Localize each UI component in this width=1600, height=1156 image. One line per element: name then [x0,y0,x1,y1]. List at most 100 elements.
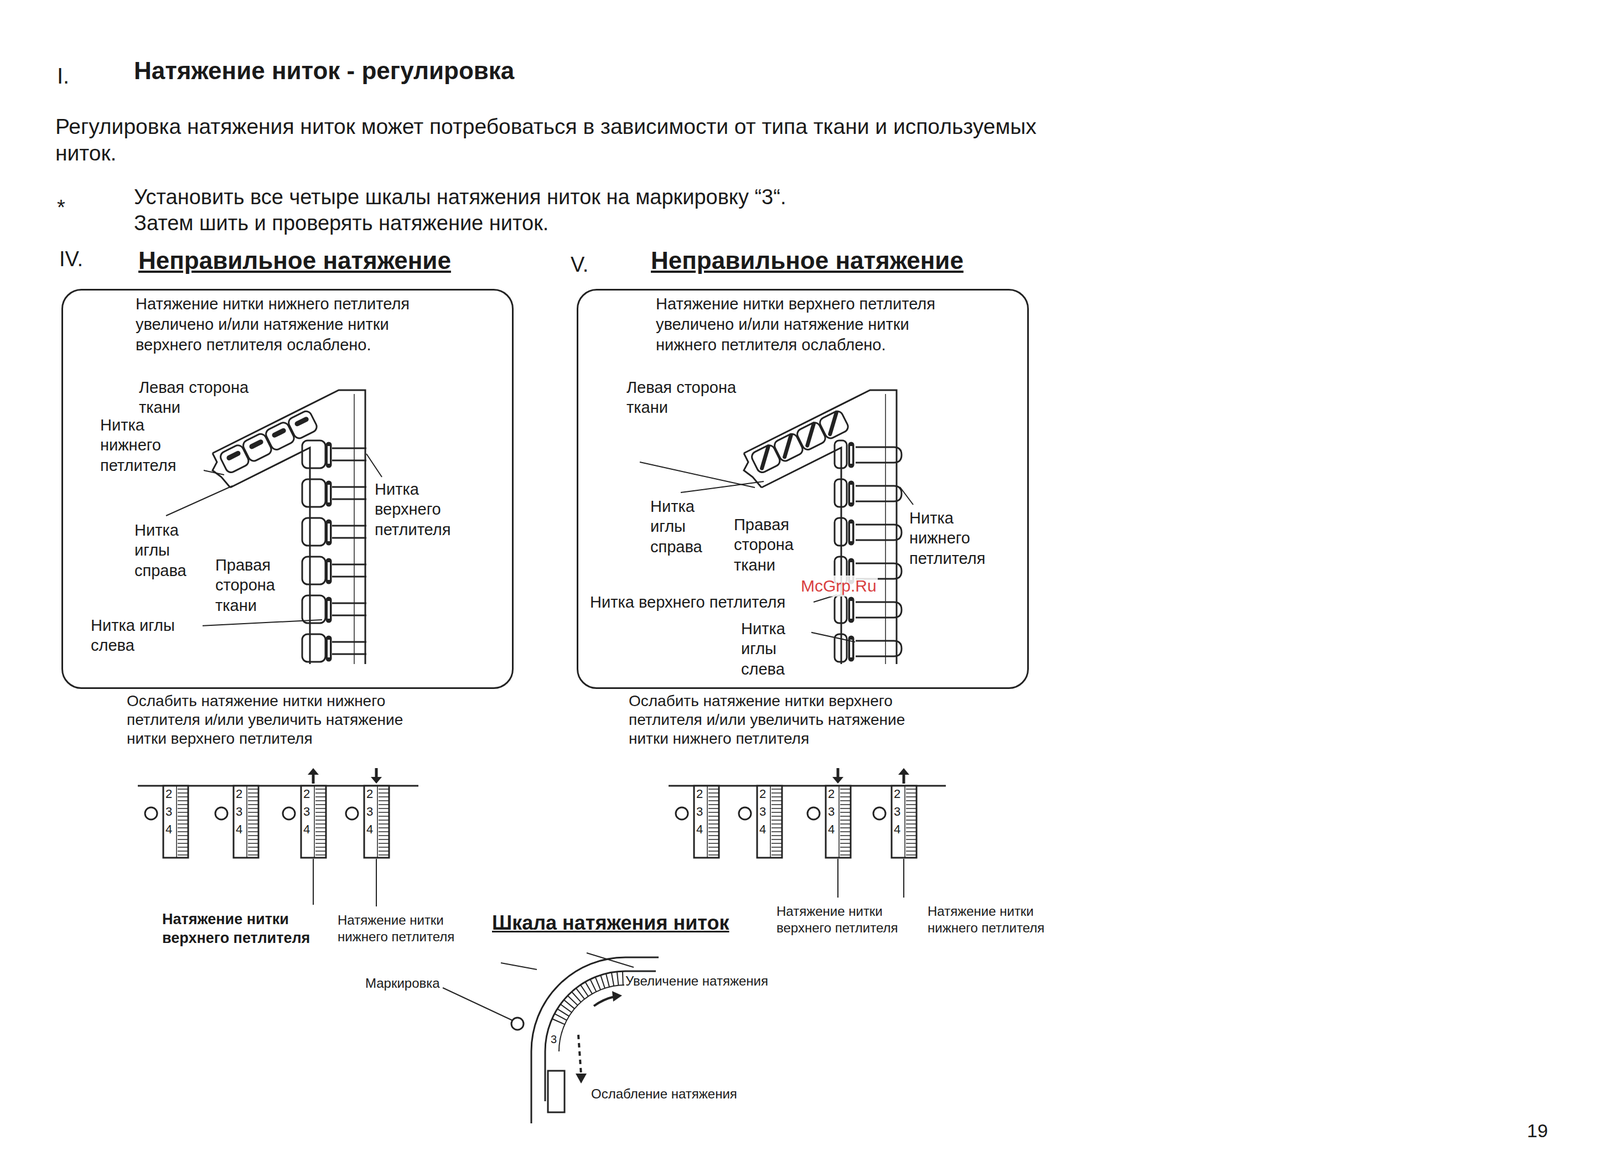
dial-grip [708,808,719,810]
dial-grip [771,839,782,841]
looper-loop [795,420,827,452]
callout-label: Нитка нижнего петлителя [99,415,204,476]
dial-grip [708,804,719,806]
dial-grip [177,831,188,833]
dial-scale [557,1008,569,1017]
dial-scale [606,973,610,987]
dial-scale [554,1013,567,1021]
looper-loop [834,479,847,507]
dial-grip [378,788,389,790]
looper-loop [302,479,326,507]
dial-grip [378,811,389,814]
dial-grip [905,796,916,798]
callout-label: Ослабление натяжения [589,1085,739,1103]
dial-grip [378,827,389,829]
looper-loop [834,518,847,546]
dial-grip [247,835,258,837]
dial-grip [771,827,782,829]
section-number: IV. [58,246,85,273]
dial-grip [840,835,851,837]
adjust-arrow [307,768,319,775]
dial-grip [771,788,782,790]
dial-grip [905,850,916,852]
dial-grip [905,839,916,841]
bullet-mark: * [55,194,67,222]
dial-grip [177,808,188,810]
dial-grip [247,819,258,821]
dial-digit: 4 [164,823,174,836]
dial-grip [177,815,188,817]
dial-grip [905,846,916,848]
dial-mark [215,807,228,820]
callout-label: Левая сторона ткани [625,377,761,418]
dial-grip [177,804,188,806]
dial-digit: 2 [234,788,244,801]
dial-mark [145,807,158,820]
dial-grip [708,846,719,848]
needle-thread [327,639,330,658]
fabric-fold [884,394,887,665]
dial-grip [378,796,389,798]
leader-line [837,858,839,898]
dial-grip [378,800,389,802]
dial-mark [807,807,820,820]
page-title: Натяжение ниток - регулировка [132,55,516,86]
dial-divider [175,785,178,858]
looper-thread [855,524,902,541]
dial-digit: 3 [892,805,902,818]
dial-grip [177,854,188,856]
dial-grip [378,831,389,833]
dial-grip [247,823,258,825]
dial-grip [708,827,719,829]
tension-dial [364,785,390,858]
callout-label: Нитка иглы справа [649,496,721,557]
adjust-instruction: Ослабить натяжение нитки верхнего петлит… [627,691,924,749]
dial-grip [840,808,851,810]
dial-digit: 4 [695,823,704,836]
dial-grip [771,854,782,856]
dial-digit: 2 [365,788,375,801]
dial-digit: 3 [826,805,836,818]
needle-thread [850,484,853,503]
dial-scale [580,985,589,997]
dial-grip [905,827,916,829]
dial-grip [840,839,851,841]
dial-grip [708,815,719,817]
tension-dial [233,785,259,858]
leader-line [166,485,233,516]
callout-label: Нитка иглы справа [133,520,205,581]
looper-thread [855,447,902,463]
dial-grip [771,842,782,844]
dial-grip [905,831,916,833]
dial-mark [675,807,688,820]
dial-grip [315,854,326,856]
dial-grip [177,827,188,829]
dial-digit: 4 [365,823,375,836]
looper-thread [332,487,367,500]
callout-label: Маркировка [364,975,442,992]
needle-thread [850,446,853,464]
dial-grip [378,792,389,794]
fabric-fold [353,394,355,665]
dial-body [547,1070,565,1113]
dial-divider [376,785,379,858]
dial-grip [378,804,389,806]
dial-scale [552,1018,566,1025]
dial-scale [600,975,605,989]
dial-digit: 4 [302,823,312,836]
tension-dial [163,785,189,858]
needle-thread [754,446,776,469]
dial-grip [177,835,188,837]
looper-loop [263,420,296,452]
needle-thread [848,522,855,543]
looper-loop [302,556,326,585]
panel-edge [586,953,634,968]
needle-thread [297,419,307,424]
dial-grip [247,815,258,817]
callout-label: Нитка иглы слева [739,618,812,680]
looper-loop [302,634,326,662]
dial-digit: 4 [826,823,836,836]
dial-digit: 4 [892,823,902,836]
dial-grip [315,796,326,798]
leader-line [189,619,323,627]
